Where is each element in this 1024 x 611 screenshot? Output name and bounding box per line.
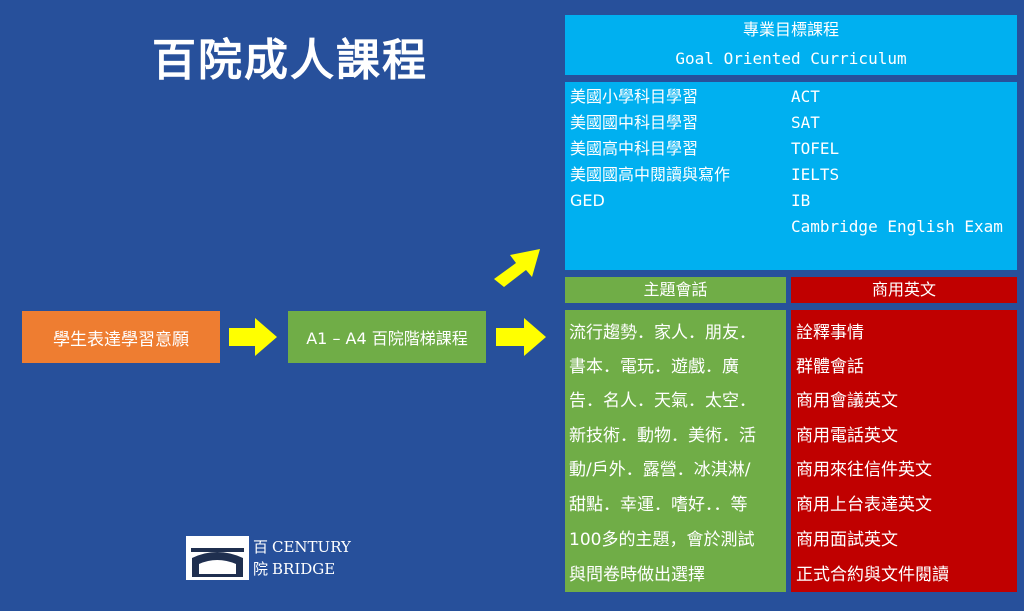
list-item: IELTS — [791, 165, 840, 184]
list-item: 美國高中科目學習 — [570, 139, 699, 158]
list-item: GED — [570, 191, 605, 210]
list-item: TOFEL — [791, 139, 840, 158]
list-item: Cambridge English Exam — [791, 217, 1003, 236]
list-item: 與問卷時做出選擇 — [569, 565, 705, 585]
list-item: 書本．電玩．遊戲．廣 — [569, 357, 739, 377]
list-item: 新技術．動物．美術．活 — [569, 426, 756, 446]
list-item: 流行趨勢．家人．朋友． — [569, 323, 756, 343]
logo-text-en: CENTURY BRIDGE — [272, 536, 351, 580]
list-item: 詮釋事情 — [796, 323, 864, 343]
list-item: 美國國高中閱讀與寫作 — [570, 165, 731, 184]
arrow-up-right-icon — [494, 249, 540, 287]
student-intent-box: 學生表達學習意願 — [22, 311, 220, 363]
list-item: 群體會話 — [796, 357, 864, 377]
logo-cn-bottom: 院 — [253, 560, 269, 578]
list-item: SAT — [791, 113, 820, 132]
page-title: 百院成人課程 — [152, 35, 428, 86]
list-item: 商用上台表達英文 — [796, 495, 932, 515]
ladder-course-box: A1 – A4 百院階梯課程 — [288, 311, 486, 363]
goal-subject-list: 美國小學科目學習 美國國中科目學習 美國高中科目學習 美國國高中閱讀與寫作 GE… — [570, 84, 730, 214]
ladder-course-label: A1 – A4 百院階梯課程 — [306, 329, 468, 348]
bridge-emblem-icon — [186, 536, 249, 580]
arrow-right-icon-1 — [229, 318, 277, 356]
list-item: 正式合約與文件閱讀 — [796, 565, 949, 585]
goal-curriculum-header: 專業目標課程 Goal Oriented Curriculum — [565, 15, 1017, 75]
list-item: ACT — [791, 87, 820, 106]
list-item: 告．名人．天氣．太空． — [569, 391, 756, 411]
list-item: 甜點．幸運．嗜好．．等 — [569, 495, 748, 515]
logo-en-bottom: BRIDGE — [272, 560, 336, 578]
logo-text-cn: 百 院 — [253, 536, 271, 580]
logo-en-top: CENTURY — [272, 538, 351, 556]
business-english-body: 詮釋事情 群體會話 商用會議英文 商用電話英文 商用來往信件英文 商用上台表達英… — [791, 310, 1017, 592]
logo-cn-top: 百 — [253, 538, 269, 556]
business-english-header: 商用英文 — [791, 277, 1017, 303]
list-item: 動/戶外．露營．冰淇淋/ — [569, 460, 751, 480]
arrow-right-icon-2 — [496, 318, 546, 356]
goal-curriculum-title-zh: 專業目標課程 — [742, 20, 839, 39]
century-bridge-logo: 百 院 CENTURY BRIDGE — [186, 536, 356, 580]
goal-exam-list: ACT SAT TOFEL IELTS IB Cambridge English… — [791, 84, 1003, 240]
list-item: IB — [791, 191, 811, 210]
goal-curriculum-body: 美國小學科目學習 美國國中科目學習 美國高中科目學習 美國國高中閱讀與寫作 GE… — [565, 82, 1017, 270]
list-item: 美國小學科目學習 — [570, 87, 699, 106]
goal-curriculum-title-en: Goal Oriented Curriculum — [675, 49, 907, 68]
topic-conversation-header: 主題會話 — [565, 277, 786, 303]
list-item: 美國國中科目學習 — [570, 113, 699, 132]
topic-conversation-body: 流行趨勢．家人．朋友． 書本．電玩．遊戲．廣 告．名人．天氣．太空． 新技術．動… — [565, 310, 786, 592]
list-item: 商用電話英文 — [796, 426, 898, 446]
list-item: 商用面試英文 — [796, 530, 898, 550]
list-item: 100多的主題，會於測試 — [569, 530, 755, 550]
student-intent-label: 學生表達學習意願 — [53, 329, 189, 350]
list-item: 商用會議英文 — [796, 391, 898, 411]
list-item: 商用來往信件英文 — [796, 460, 932, 480]
